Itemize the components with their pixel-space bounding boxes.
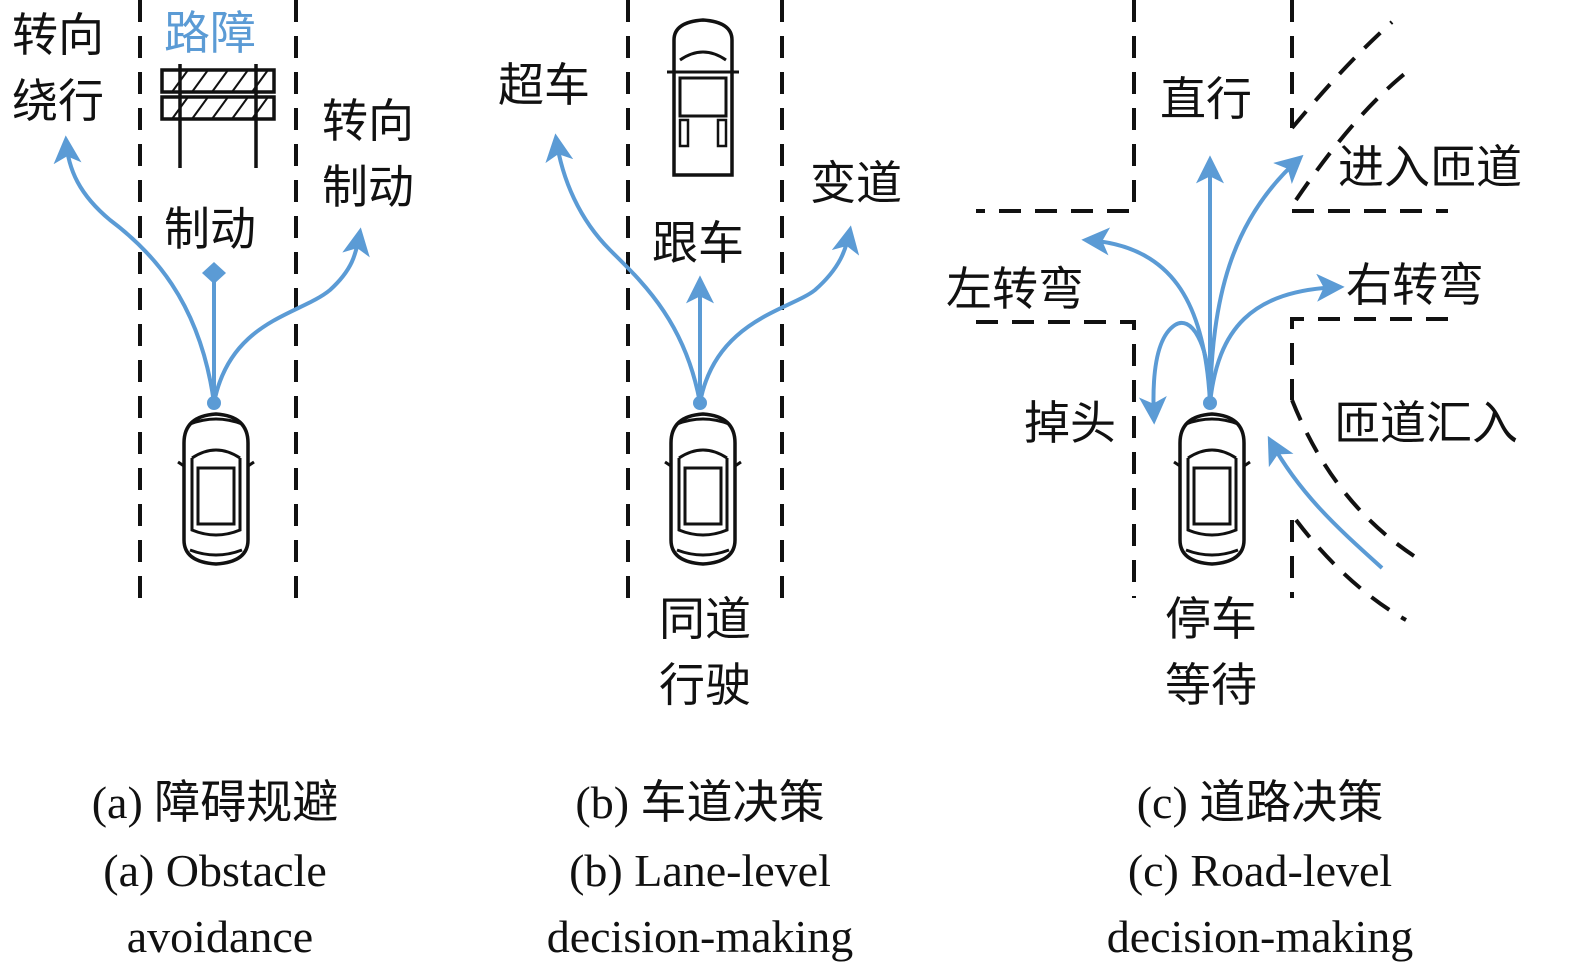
arrow-right-turn: [1208, 273, 1345, 404]
road-edge-right-turn: [1290, 317, 1448, 400]
caption-c-cn: (c) 道路决策: [1136, 777, 1384, 828]
car-icon: [1172, 412, 1252, 566]
car-icon: [663, 412, 743, 566]
caption-a-en-2: avoidance: [126, 911, 314, 962]
caption-b-en-2: decision-making: [546, 911, 854, 962]
label-brake: 制动: [164, 202, 256, 256]
label-steer-detour: 转向 绕行: [12, 8, 104, 128]
label-follow: 跟车: [652, 216, 744, 270]
arrow-u-turn: [1138, 321, 1212, 425]
label-straight: 直行: [1160, 72, 1252, 126]
arrow-enter-ramp: [1208, 154, 1304, 404]
arrow-steer-brake: [212, 227, 370, 404]
road-edge-ramp-upper: [1290, 20, 1394, 130]
panel-b: [545, 0, 860, 602]
origin-dot: [693, 396, 707, 410]
caption-a-en-1: (a) Obstacle: [103, 845, 327, 896]
label-left-turn: 左转弯: [946, 262, 1084, 316]
caption-b-en-1: (b) Lane-level: [569, 845, 831, 896]
label-same-lane: 同道 行驶: [659, 592, 751, 712]
car-icon: [176, 412, 256, 566]
caption-b-cn: (b) 车道决策: [575, 777, 825, 828]
panel-c: [976, 0, 1448, 622]
label-u-turn: 掉头: [1024, 396, 1116, 450]
label-enter-ramp: 进入匝道: [1338, 140, 1522, 194]
label-right-turn: 右转弯: [1346, 258, 1484, 312]
road-edge-merge-curve: [1294, 518, 1407, 622]
arrow-steer-detour: [53, 135, 216, 404]
road-edge-top-left: [976, 0, 1136, 213]
caption-c-en-2: decision-making: [1106, 911, 1414, 962]
roadblock-icon: [160, 64, 276, 168]
origin-dot: [1203, 396, 1217, 410]
origin-dot: [207, 396, 221, 410]
arrow-change-lane: [698, 225, 860, 404]
label-roadblock: 路障: [164, 6, 256, 60]
road-edge-ramp-outer: [1294, 66, 1414, 202]
arrow-overtake: [545, 133, 702, 404]
arrow-merge: [1267, 435, 1384, 570]
label-change-lane: 变道: [810, 156, 902, 210]
label-steer-brake: 转向 制动: [322, 94, 414, 214]
road-edge-bottom-left: [976, 320, 1136, 598]
truck-icon: [667, 18, 739, 177]
caption-c-en-1: (c) Road-level: [1127, 845, 1393, 896]
caption-a-cn: (a) 障碍规避: [91, 777, 339, 828]
label-stop-wait: 停车 等待: [1165, 592, 1257, 712]
label-merge: 匝道汇入: [1334, 396, 1518, 450]
label-overtake: 超车: [498, 58, 590, 112]
panel-a: [53, 0, 370, 602]
brake-diamond-icon: [202, 262, 226, 284]
